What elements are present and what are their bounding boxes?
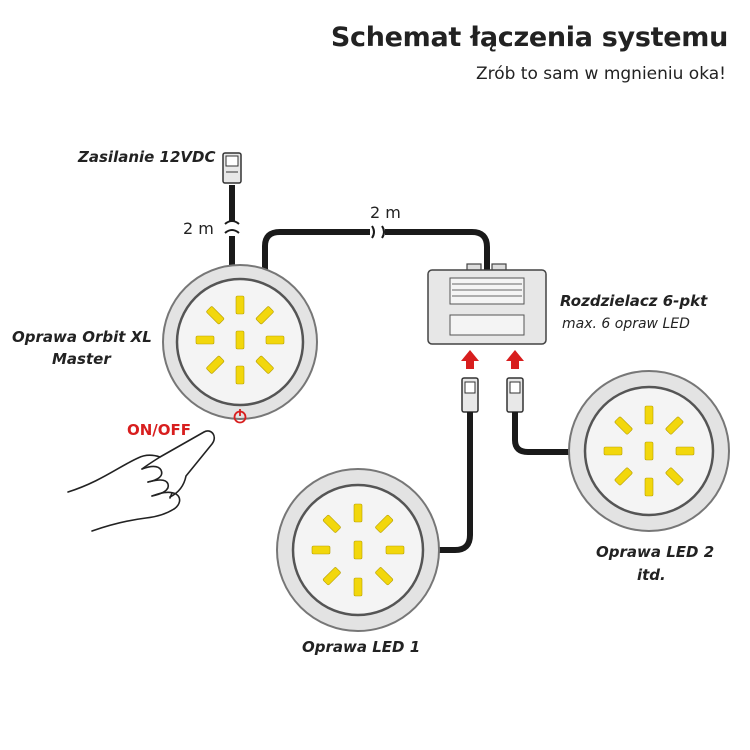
splitter-box — [427, 263, 547, 345]
up-arrow-icon — [506, 350, 524, 369]
splitter-label-line2: max. 6 opraw LED — [562, 316, 690, 332]
led-segment — [235, 330, 245, 350]
page-subtitle: Zrób to sam w mgnieniu oka! — [475, 64, 726, 84]
led-segment — [235, 365, 245, 385]
power-icon[interactable] — [233, 409, 247, 424]
led-segment — [665, 467, 684, 486]
power-cable — [224, 185, 240, 270]
cable-led1 — [438, 412, 473, 553]
led-segment — [255, 306, 274, 325]
plug-led2 — [506, 377, 524, 413]
led-segment — [235, 295, 245, 315]
led-segment — [644, 441, 654, 461]
led-segment — [644, 405, 654, 425]
led2-label-line2: itd. — [637, 566, 666, 584]
led-segment — [353, 503, 363, 523]
led-segment — [603, 446, 623, 456]
led-segment — [195, 335, 215, 345]
power-plug — [222, 152, 242, 184]
master-label-line1: Oprawa Orbit XL — [12, 328, 152, 346]
plug-led1 — [461, 377, 479, 413]
led-segment — [353, 577, 363, 597]
led-segment — [322, 514, 341, 533]
led-fixture-2 — [568, 370, 730, 532]
led-segment — [311, 545, 331, 555]
led1-label: Oprawa LED 1 — [302, 638, 421, 656]
power-label: Zasilanie 12VDC — [78, 148, 216, 166]
led-segment — [265, 335, 285, 345]
cable-length-label: 2 m — [370, 203, 401, 222]
up-arrow-icon — [461, 350, 479, 369]
led-segment — [614, 467, 633, 486]
master-fixture — [162, 264, 318, 424]
hand-pointer-icon — [67, 430, 216, 532]
led2-label-line1: Oprawa LED 2 — [596, 543, 715, 561]
led-segment — [375, 567, 394, 586]
cable-led2 — [512, 412, 580, 455]
led-segment — [255, 355, 274, 374]
led-segment — [322, 567, 341, 586]
splitter-label-line1: Rozdzielacz 6-pkt — [560, 292, 708, 310]
led-segment — [644, 477, 654, 497]
led-segment — [206, 306, 225, 325]
cable-length-label: 2 m — [183, 219, 214, 238]
master-label-line2: Master — [52, 350, 111, 368]
led-fixture-1 — [276, 468, 440, 632]
led-segment — [375, 514, 394, 533]
cable-master-splitter — [262, 225, 490, 272]
led-segment — [385, 545, 405, 555]
led-segment — [206, 355, 225, 374]
page-title: Schemat łączenia systemu — [330, 22, 728, 53]
led-segment — [675, 446, 695, 456]
led-segment — [614, 416, 633, 435]
led-segment — [353, 540, 363, 560]
onoff-label: ON/OFF — [127, 421, 192, 439]
led-segment — [665, 416, 684, 435]
